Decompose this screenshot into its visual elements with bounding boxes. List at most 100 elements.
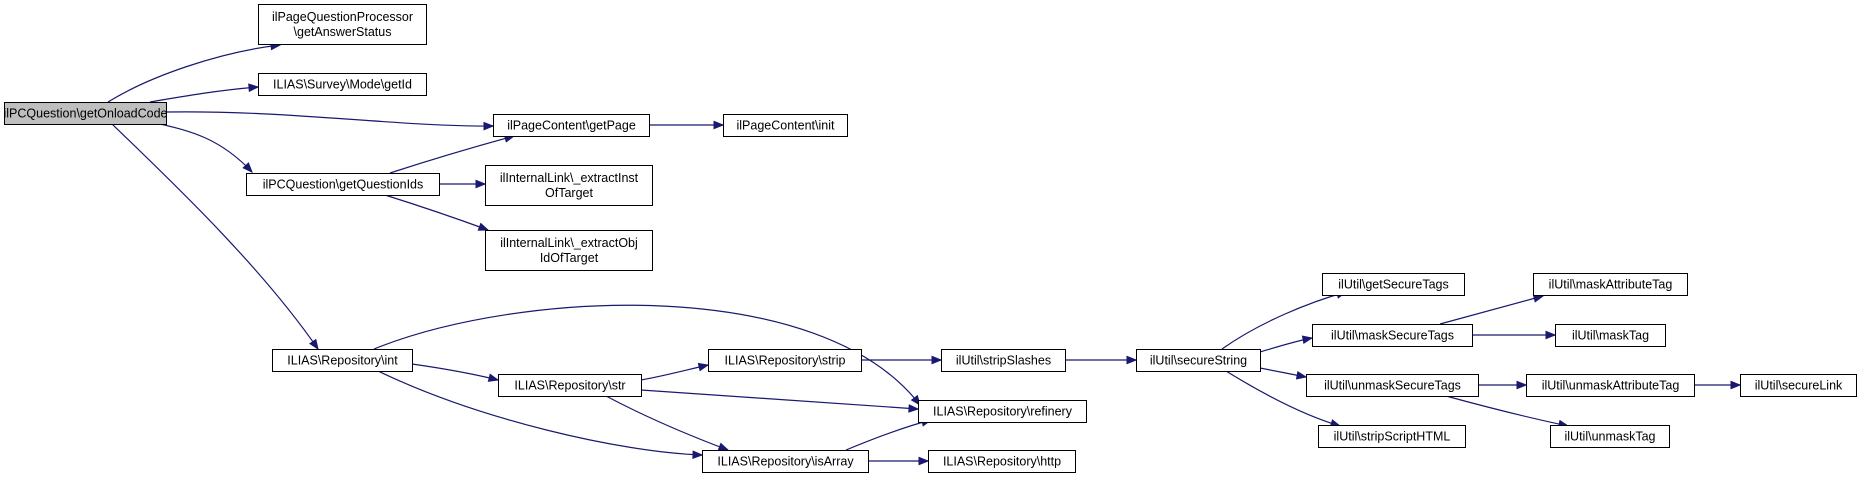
edge-repo_int-to-repo_isArray (377, 370, 704, 459)
node-util-stripScriptHTML[interactable]: ilUtil\stripScriptHTML (1318, 425, 1466, 448)
node-label: IdOfTarget (540, 251, 599, 265)
node-util-stripSlashes[interactable]: ilUtil\stripSlashes (941, 349, 1066, 372)
node-repo-isArray[interactable]: ILIAS\Repository\isArray (702, 450, 869, 473)
edge-line (1445, 395, 1569, 427)
node-label: ilUtil\maskTag (1572, 329, 1649, 343)
node-box (702, 450, 869, 473)
node-survey-mode-getId[interactable]: ILIAS\Survey\Mode\getId (258, 73, 427, 96)
edge-repo_isArray-to-repo_refinery (845, 418, 933, 451)
node-util-unmaskSecureTags[interactable]: ilUtil\unmaskSecureTags (1306, 374, 1479, 397)
node-box (1555, 324, 1666, 347)
edge-arrowhead (931, 355, 943, 365)
node-label: ilUtil\unmaskTag (1564, 430, 1655, 444)
node-util-maskTag[interactable]: ilUtil\maskTag (1555, 324, 1666, 347)
node-label: ilUtil\maskSecureTags (1331, 329, 1454, 343)
edge-arrowhead (248, 83, 260, 93)
node-label: ilUtil\maskAttributeTag (1549, 278, 1673, 292)
edge-line (377, 370, 703, 456)
edge-util_secureString-to-util_maskSecureTags (1259, 335, 1314, 353)
node-repo-int[interactable]: ILIAS\Repository\int (272, 349, 413, 372)
node-box (485, 230, 653, 271)
node-pc-init[interactable]: ilPageContent\init (723, 114, 848, 137)
edge-arrowhead (1730, 380, 1742, 390)
node-label: ilUtil\secureString (1150, 354, 1247, 368)
node-pcq-getQuestionIds[interactable]: ilPCQuestion\getQuestionIds (246, 173, 440, 196)
edge-util_stripSlashes-to-util_secureString (1065, 355, 1138, 365)
node-label: ILIAS\Repository\http (943, 455, 1061, 469)
node-util-unmaskTag[interactable]: ilUtil\unmaskTag (1550, 425, 1670, 448)
node-box (1306, 374, 1479, 397)
edge-arrowhead (477, 222, 490, 231)
node-util-secureLink[interactable]: ilUtil\secureLink (1740, 374, 1857, 397)
edge-repo_strip-to-util_stripSlashes (861, 355, 943, 365)
edge-line (149, 86, 259, 103)
edge-repo_str-to-repo_strip (640, 362, 710, 381)
edge-util_maskSecureTags-to-util_maskAttributeTag (1439, 294, 1545, 325)
node-util-unmaskAttributeTag[interactable]: ilUtil\unmaskAttributeTag (1526, 374, 1695, 397)
edge-arrowhead (1295, 370, 1308, 380)
edge-arrowhead (242, 162, 253, 173)
node-label: ilUtil\unmaskAttributeTag (1542, 379, 1680, 393)
node-label: ilPCQuestion\getOnloadCode (4, 107, 168, 121)
edge-line (111, 123, 319, 350)
edge-root-to-pq_getAnswerStatus (107, 41, 282, 103)
node-box (1312, 324, 1473, 347)
edge-arrowhead (483, 121, 495, 131)
edge-arrowhead (908, 404, 920, 413)
edge-arrowhead (918, 456, 930, 466)
node-box (1136, 349, 1261, 372)
edge-line (107, 44, 281, 103)
node-pq-getAnswerStatus[interactable]: ilPageQuestionProcessor\getAnswerStatus (258, 4, 427, 45)
edge-root-to-pcq_getQuestionIds (159, 123, 253, 173)
node-label: ilPCQuestion\getQuestionIds (263, 178, 424, 192)
edge-root-to-survey_mode_getId (149, 83, 260, 103)
node-label: ilUtil\getSecureTags (1338, 278, 1448, 292)
node-box (941, 349, 1066, 372)
node-repo-str[interactable]: ILIAS\Repository\str (498, 374, 642, 397)
edge-arrowhead (1516, 380, 1528, 390)
edge-util_unmaskSecureTags-to-util_unmaskTag (1445, 395, 1570, 429)
edge-arrowhead (475, 179, 487, 189)
edge-line (159, 123, 253, 173)
edge-line (1439, 295, 1544, 325)
edge-util_secureString-to-util_unmaskSecureTags (1259, 367, 1308, 380)
node-box (928, 450, 1076, 473)
node-repo-http[interactable]: ILIAS\Repository\http (928, 450, 1076, 473)
edge-root-to-repo_int (111, 123, 319, 351)
node-box (246, 173, 440, 196)
edge-pcq_getQuestionIds-to-il_extractInst (439, 179, 487, 189)
node-util-maskSecureTags[interactable]: ilUtil\maskSecureTags (1312, 324, 1473, 347)
node-label: ilUtil\stripScriptHTML (1334, 430, 1451, 444)
node-util-maskAttributeTag[interactable]: ilUtil\maskAttributeTag (1533, 273, 1688, 296)
edge-arrowhead (487, 373, 500, 382)
edge-line (1225, 370, 1341, 427)
node-label: ilUtil\unmaskSecureTags (1324, 379, 1461, 393)
node-pc-getPage[interactable]: ilPageContent\getPage (493, 114, 650, 137)
node-box (1550, 425, 1670, 448)
node-box (1318, 425, 1466, 448)
node-box (1322, 273, 1465, 296)
node-label: \getAnswerStatus (294, 25, 392, 39)
edge-arrowhead (717, 442, 730, 451)
edge-arrowhead (697, 362, 710, 372)
nodes-layer: ilPCQuestion\getOnloadCode ilPageQuestion… (4, 4, 1857, 473)
edge-arrowhead (309, 338, 319, 351)
node-root[interactable]: ilPCQuestion\getOnloadCode (4, 102, 168, 125)
node-util-getSecureTags[interactable]: ilUtil\getSecureTags (1322, 273, 1465, 296)
edge-repo_str-to-repo_refinery (640, 389, 920, 413)
node-box (723, 114, 848, 137)
node-util-secureString[interactable]: ilUtil\secureString (1136, 349, 1261, 372)
edge-pc_getPage-to-pc_init (649, 120, 725, 130)
edge-line (845, 419, 932, 451)
node-repo-strip[interactable]: ILIAS\Repository\strip (708, 349, 862, 372)
edge-root-to-pc_getPage (165, 111, 495, 131)
node-repo-refinery[interactable]: ILIAS\Repository\refinery (918, 400, 1087, 423)
node-box (272, 349, 413, 372)
node-label: ilPageQuestionProcessor (272, 10, 413, 24)
node-box (1533, 273, 1688, 296)
edge-arrowhead (1545, 330, 1557, 340)
node-label: ilInternalLink\_extractObj (500, 236, 638, 250)
node-label: ilPageContent\getPage (507, 119, 636, 133)
